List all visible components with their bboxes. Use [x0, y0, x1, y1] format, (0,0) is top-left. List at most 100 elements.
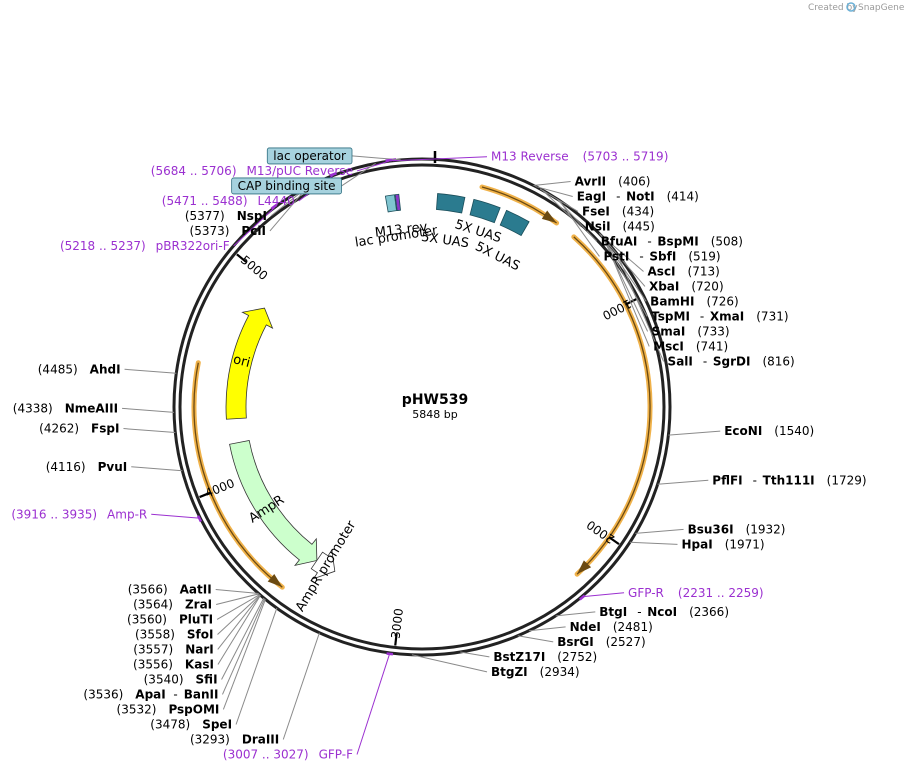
- enzyme-label: FspI(4262): [39, 422, 119, 436]
- enzyme-name: PstI: [603, 249, 629, 263]
- enzyme-label: EagI-NotI(414): [577, 189, 699, 203]
- enzyme-name: PvuI: [98, 460, 128, 474]
- enzyme-label: SpeI(3478): [150, 717, 232, 731]
- primer-binding-mark: [385, 158, 392, 162]
- enzyme-leader: [616, 253, 665, 362]
- enzyme-name: ZraI: [185, 597, 212, 611]
- enzyme-label: BamHI(726): [650, 294, 739, 308]
- enzyme-label: FseI(434): [582, 204, 654, 218]
- feature-block: [436, 193, 466, 214]
- enzyme-name: BanII: [184, 687, 219, 701]
- tick-mark: [608, 536, 620, 546]
- feature-label: M13 rev: [374, 220, 428, 241]
- credit-text: Created by: [808, 3, 858, 13]
- enzyme-position: (3557): [133, 642, 173, 656]
- enzyme-leader: [535, 185, 573, 197]
- enzyme-name: AhdI: [90, 362, 121, 376]
- enzyme-name: KasI: [185, 657, 214, 671]
- enzyme-name: MscI: [653, 339, 684, 353]
- enzyme-position: (5377): [185, 209, 225, 223]
- orf-arrowhead: [267, 574, 283, 588]
- plasmid-title: pHW539 5848 bp: [402, 392, 468, 421]
- feature-block: [499, 209, 530, 237]
- primer-binding-mark: [270, 203, 278, 210]
- enzyme-leader: [235, 607, 278, 725]
- boxed-leader: [351, 155, 401, 161]
- enzyme-position: (3293): [190, 732, 230, 746]
- primer-name: Amp-R: [107, 507, 147, 521]
- enzyme-leader: [217, 594, 261, 665]
- enzyme-name: BfuAI: [601, 234, 638, 248]
- enzyme-label: DraIII(3293): [190, 732, 279, 746]
- enzyme-leader: [222, 599, 266, 710]
- enzyme-leader: [216, 593, 260, 605]
- primer-leader: [392, 156, 488, 162]
- tick-label: 3000: [389, 608, 406, 640]
- enzyme-position: (2527): [606, 635, 646, 649]
- primer-label: GFP-R (2231 .. 2259): [628, 586, 764, 600]
- primer-range: (5471 .. 5488): [162, 194, 248, 208]
- enzyme-name: Bsu36I: [688, 522, 734, 536]
- enzyme-position: (2934): [540, 665, 580, 679]
- enzyme-separator: -: [647, 234, 651, 248]
- enzyme-label: ZraI(3564): [133, 597, 212, 611]
- enzyme-position: (3556): [133, 657, 173, 671]
- enzyme-label: TspMI-XmaI(731): [651, 309, 788, 323]
- boxed-label-frame: [266, 147, 353, 165]
- enzyme-separator: -: [637, 605, 641, 619]
- enzyme-leader: [222, 598, 266, 695]
- enzyme-name: Tth111I: [763, 473, 815, 487]
- enzyme-leader: [215, 588, 259, 594]
- feature-arrow-ampr: [229, 440, 318, 567]
- enzyme-position: (4485): [38, 362, 78, 376]
- enzyme-position: (816): [762, 354, 794, 368]
- enzyme-leader: [124, 368, 177, 374]
- enzyme-leader: [629, 541, 678, 545]
- enzyme-position: (726): [706, 294, 738, 308]
- enzyme-name: SfiI: [196, 672, 218, 686]
- enzyme-label: NspI(5377): [185, 209, 267, 223]
- orf-arrowhead: [541, 210, 557, 223]
- enzyme-separator: -: [639, 249, 643, 263]
- enzyme-leader: [528, 626, 566, 632]
- enzyme-name: NdeI: [570, 620, 601, 634]
- feature-label: 5X UAS: [420, 230, 470, 251]
- enzyme-label: NarI(3557): [133, 642, 213, 656]
- primer-label: M13/pUC Reverse(5684 .. 5706): [151, 164, 353, 178]
- primer-range: (2231 .. 2259): [678, 586, 764, 600]
- enzyme-name: SpeI: [202, 717, 232, 731]
- feature-block: [469, 198, 501, 224]
- enzyme-position: (731): [756, 309, 788, 323]
- primer-range: (3916 .. 3935): [11, 507, 97, 521]
- boxed-label: lac operator: [266, 147, 353, 165]
- enzyme-separator: -: [173, 687, 177, 701]
- enzyme-position: (5373): [190, 224, 230, 238]
- feature-block: [384, 194, 397, 213]
- primer-label: Amp-R (3916 .. 3935): [11, 507, 147, 521]
- enzyme-label: AatII(3566): [128, 582, 212, 596]
- enzyme-position: (2481): [613, 620, 653, 634]
- primer-label: M13 Reverse(5703 .. 5719): [491, 150, 668, 164]
- enzyme-leader: [460, 651, 490, 658]
- enzyme-name: AscI: [648, 264, 676, 278]
- enzyme-name: AatII: [180, 582, 212, 596]
- primer-name: pBR322ori-F: [156, 239, 230, 253]
- enzyme-label: HpaI(1971): [681, 537, 764, 551]
- enzyme-leader: [542, 189, 582, 227]
- enzyme-position: (2366): [689, 605, 729, 619]
- primer-label: pBR322ori-F(5218 .. 5237): [60, 239, 230, 253]
- enzyme-label: MscI (741): [653, 339, 728, 353]
- primer-name: GFP-R: [628, 586, 664, 600]
- enzyme-label: PluTI(3560): [127, 612, 213, 626]
- enzyme-leader: [411, 654, 488, 673]
- enzyme-label: NmeAIII(4338): [13, 401, 118, 415]
- enzyme-name: SgrDI: [713, 354, 751, 368]
- enzyme-position: (1932): [746, 522, 786, 536]
- enzyme-position: (741): [696, 339, 728, 353]
- enzyme-label: EcoNI(1540): [724, 424, 814, 438]
- enzyme-label: AscI(713): [648, 264, 720, 278]
- enzyme-label: KasI (3556): [133, 657, 214, 671]
- enzyme-position: (434): [622, 204, 654, 218]
